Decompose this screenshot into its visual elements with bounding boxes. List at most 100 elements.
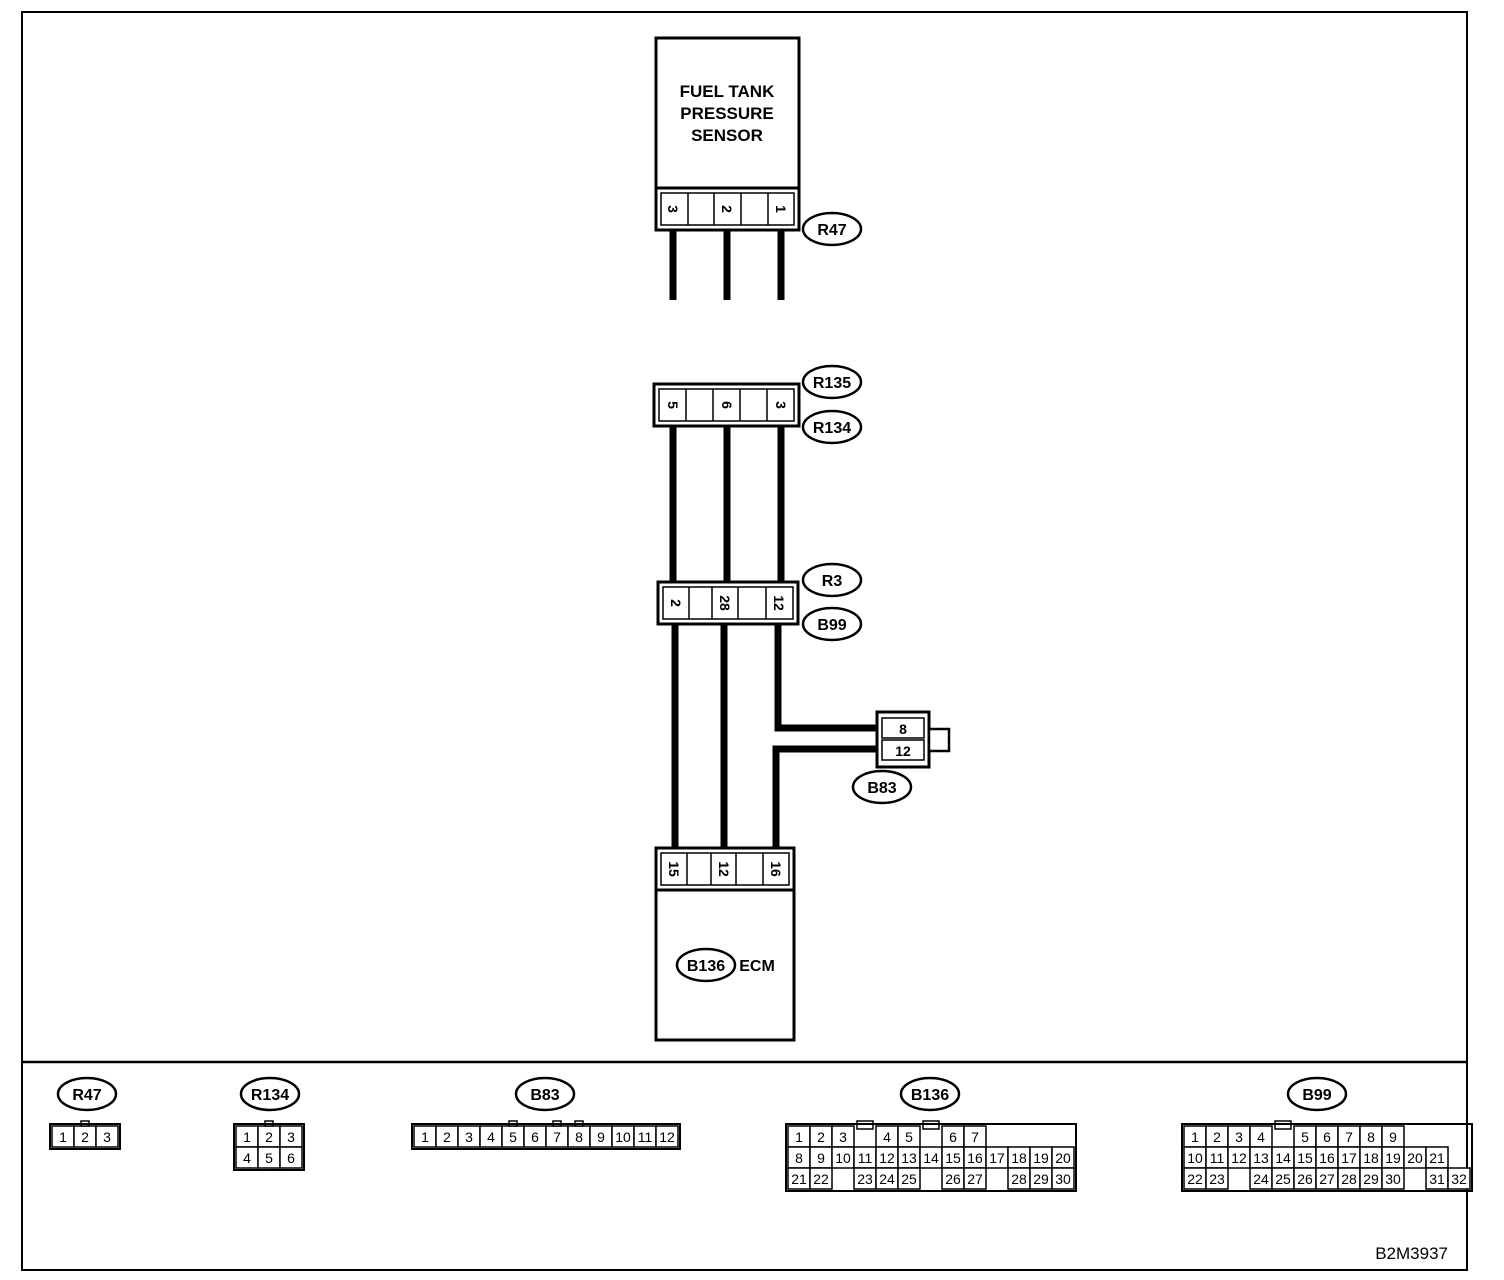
view-pin-number: 3 [287, 1129, 295, 1145]
view-pin-cell [279, 1146, 303, 1169]
r47-pin-b: 2 [719, 205, 735, 213]
view-pin-number: 4 [883, 1129, 891, 1145]
b136-connector-badge [675, 947, 737, 983]
view-pin-number: 28 [1341, 1171, 1357, 1187]
view-pin-number: 30 [1055, 1171, 1071, 1187]
b136-connector-label: B136 [687, 958, 725, 975]
view-pin-number: 8 [575, 1129, 583, 1145]
view-pin-number: 2 [817, 1129, 825, 1145]
view-pin-number: 4 [1257, 1129, 1265, 1145]
view-pin-number: 9 [597, 1129, 605, 1145]
view-b99-badge [1286, 1076, 1348, 1112]
view-pin-cell [655, 1125, 679, 1148]
view-pin-number: 11 [858, 1150, 873, 1166]
b83-pin: 8 [899, 721, 907, 737]
ecm-pin: 15 [666, 861, 682, 877]
view-pin-number: 20 [1407, 1150, 1423, 1166]
view-pin-number: 5 [265, 1150, 273, 1166]
r134-connector-badge [801, 409, 863, 445]
connector-b83-cell [881, 739, 925, 761]
view-pin-number: 14 [1275, 1150, 1291, 1166]
view-pin-number: 4 [487, 1129, 495, 1145]
sensor-title-line-3: SENSOR [691, 126, 763, 145]
connector-r135-face [658, 388, 795, 422]
view-pin-number: 27 [1319, 1171, 1335, 1187]
view-pin-cell [809, 1167, 833, 1190]
view-pin-number: 1 [795, 1129, 803, 1145]
view-pin-number: 6 [531, 1129, 539, 1145]
view-pin-number: 26 [945, 1171, 961, 1187]
r3-connector-label: R3 [822, 573, 843, 590]
view-b99-label: B99 [1302, 1087, 1331, 1104]
view-pin-number: 27 [967, 1171, 983, 1187]
view-b83-badge [514, 1076, 576, 1112]
view-pin-number: 14 [923, 1150, 939, 1166]
view-pin-number: 8 [1367, 1129, 1375, 1145]
view-pin-number: 26 [1297, 1171, 1313, 1187]
view-pin-number: 10 [835, 1150, 851, 1166]
b83-connector-badge [851, 769, 913, 805]
view-r134-label: R134 [251, 1087, 289, 1104]
view-pin-number: 25 [1275, 1171, 1291, 1187]
b99-connector-label: B99 [817, 617, 846, 634]
r47-pin-c: 1 [773, 205, 789, 213]
connector-b136-face [660, 852, 790, 886]
view-pin-number: 1 [1191, 1129, 1199, 1145]
view-pin-number: 12 [659, 1129, 675, 1145]
view-pin-cell [963, 1167, 987, 1190]
view-pin-number: 3 [465, 1129, 473, 1145]
view-pin-number: 1 [421, 1129, 429, 1145]
figure-code: B2M3937 [1375, 1244, 1448, 1263]
view-pin-number: 12 [879, 1150, 895, 1166]
view-pin-number: 11 [1210, 1150, 1225, 1166]
r135-pin: 6 [719, 401, 735, 409]
connector-r3-face [662, 586, 794, 620]
r134-connector-label: R134 [813, 420, 851, 437]
view-pin-cell [1205, 1167, 1229, 1190]
view-pin-number: 24 [1253, 1171, 1269, 1187]
view-outline [411, 1123, 681, 1150]
ecm-label: ECM [739, 958, 775, 975]
view-pin-number: 17 [1341, 1150, 1357, 1166]
view-pin-number: 22 [1187, 1171, 1203, 1187]
view-pin-number: 19 [1033, 1150, 1049, 1166]
view-b83-label: B83 [530, 1087, 559, 1104]
connector-r47-face [660, 192, 795, 226]
ecm-pin: 12 [716, 861, 732, 877]
view-pin-number: 11 [638, 1129, 653, 1145]
view-pin-number: 10 [615, 1129, 631, 1145]
view-pin-number: 10 [1187, 1150, 1203, 1166]
view-pin-number: 16 [967, 1150, 983, 1166]
view-pin-cell [897, 1167, 921, 1190]
view-pin-number: 23 [1209, 1171, 1225, 1187]
view-r47-badge [56, 1076, 118, 1112]
view-pin-number: 21 [1429, 1150, 1445, 1166]
view-pin-number: 3 [103, 1129, 111, 1145]
view-r134-badge [239, 1076, 301, 1112]
view-pin-number: 1 [243, 1129, 251, 1145]
connector-b83-cell [881, 717, 925, 739]
view-pin-number: 30 [1385, 1171, 1401, 1187]
connector-r47: 3 2 1 R47 [654, 186, 863, 247]
b99-connector-badge [801, 606, 863, 642]
view-pin-number: 1 [59, 1129, 67, 1145]
r135-pin: 3 [773, 401, 789, 409]
view-b136-badge [899, 1076, 961, 1112]
view-r47-label: R47 [72, 1087, 101, 1104]
wire-harness [669, 228, 882, 848]
view-pin-number: 5 [1301, 1129, 1309, 1145]
view-pin-number: 6 [287, 1150, 295, 1166]
view-pin-number: 2 [81, 1129, 89, 1145]
wire-b83-12-to-ecm16 [772, 745, 882, 848]
view-pin-number: 13 [1253, 1150, 1269, 1166]
view-pin-number: 18 [1363, 1150, 1379, 1166]
b83-pin: 12 [895, 743, 911, 759]
view-pin-number: 5 [509, 1129, 517, 1145]
wire-pin12-to-b83-8 [774, 624, 882, 732]
view-pin-cell [1381, 1167, 1405, 1190]
ecm-unit: B136 ECM [654, 888, 796, 1042]
view-pin-number: 7 [971, 1129, 979, 1145]
